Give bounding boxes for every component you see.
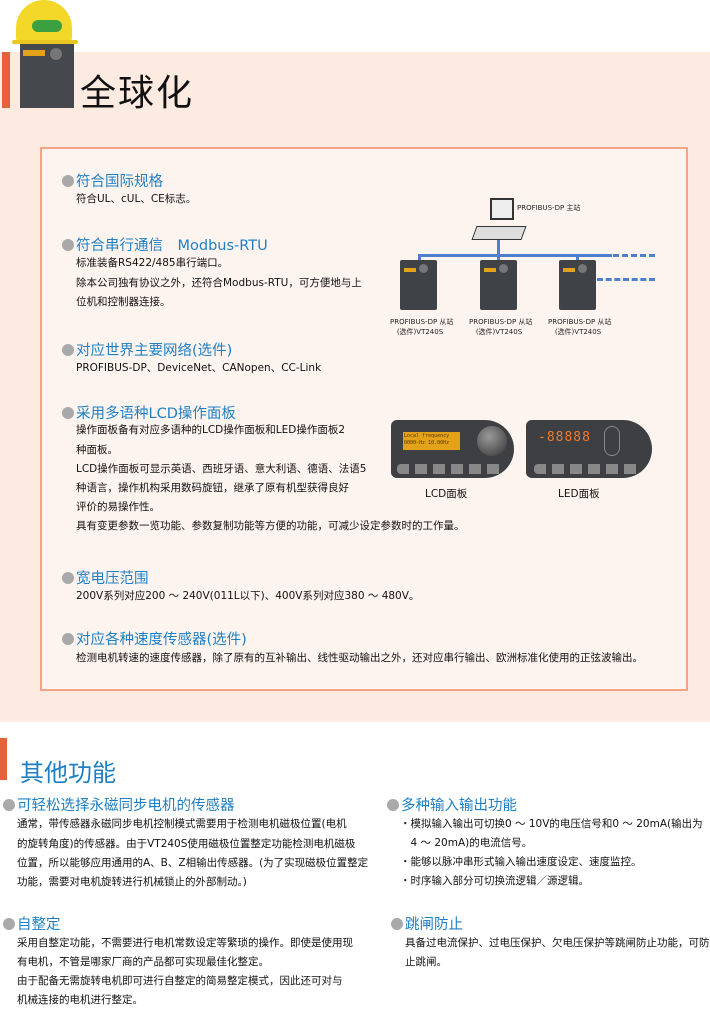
feature-text: 具有变更参数一览功能、参数复制功能等方便的功能，可减少设定参数时的工作量。 bbox=[76, 520, 465, 532]
section-title-other-functions: 其他功能 bbox=[20, 759, 116, 787]
feature-heading: 符合国际规格 bbox=[62, 170, 163, 191]
feature-heading: 多种输入输出功能 bbox=[387, 794, 517, 815]
bullet-icon bbox=[3, 918, 15, 930]
feature-heading: 采用多语种LCD操作面板 bbox=[62, 402, 236, 423]
slave-label: PROFIBUS-DP 从站(选件)VT240S bbox=[390, 318, 454, 336]
feature-heading: 对应世界主要网络(选件) bbox=[62, 339, 232, 360]
bullet-icon bbox=[62, 633, 74, 645]
feature-heading-text: 符合串行通信 Modbus-RTU bbox=[76, 238, 268, 254]
network-bus-continuation bbox=[597, 278, 655, 281]
feature-heading: 可轻松选择永磁同步电机的传感器 bbox=[3, 794, 235, 815]
feature-heading: 对应各种速度传感器(选件) bbox=[62, 628, 247, 649]
bullet-icon bbox=[3, 799, 15, 811]
feature-heading-text: 可轻松选择永磁同步电机的传感器 bbox=[17, 798, 235, 814]
feature-text: 种面板。 bbox=[76, 444, 118, 456]
feature-text: 4 ～ 20mA)的电流信号。 bbox=[400, 837, 533, 849]
feature-text: 由于配备无需旋转电机即可进行自整定的简易整定模式，因此还可对与 bbox=[17, 975, 343, 987]
feature-text: 评价的易操作性。 bbox=[76, 501, 160, 513]
feature-heading-text: 多种输入输出功能 bbox=[401, 798, 517, 814]
dial-knob-icon bbox=[477, 426, 507, 456]
feature-text: 通常，带传感器永磁同步电机控制模式需要用于检测电机磁极位置(电机 bbox=[17, 818, 347, 830]
bullet-icon bbox=[62, 407, 74, 419]
feature-text: PROFIBUS-DP、DeviceNet、CANopen、CC-Link bbox=[76, 362, 322, 374]
inverter-slave-3 bbox=[559, 260, 596, 310]
feature-heading-text: 自整定 bbox=[17, 917, 61, 933]
profibus-network-diagram: PROFIBUS-DP 主站 PROFIBUS-DP 从站(选件)VT240S … bbox=[380, 190, 680, 340]
feature-text: 机械连接的电机进行整定。 bbox=[17, 994, 143, 1006]
feature-heading: 自整定 bbox=[3, 913, 61, 934]
feature-text: 标准装备RS422/485串行端口。 bbox=[76, 257, 229, 269]
led-panel-caption: LED面板 bbox=[558, 488, 600, 500]
inverter-slave-1 bbox=[400, 260, 437, 310]
feature-text: 位置，所以能够应用通用的A、B、Z相输出传感器。(为了实现磁极位置整定 bbox=[17, 857, 369, 869]
feature-text: ・时序输入部分可切换流逻辑／源逻辑。 bbox=[400, 875, 589, 887]
feature-heading-text: 对应世界主要网络(选件) bbox=[76, 343, 233, 359]
section-accent-bar bbox=[0, 738, 7, 780]
feature-heading-text: 采用多语种LCD操作面板 bbox=[76, 406, 236, 422]
network-bus-continuation bbox=[613, 254, 655, 257]
inverter-slave-2 bbox=[480, 260, 517, 310]
section-accent-bar bbox=[2, 52, 10, 108]
bullet-icon bbox=[62, 175, 74, 187]
master-label: PROFIBUS-DP 主站 bbox=[517, 204, 581, 212]
computer-icon bbox=[490, 198, 514, 220]
feature-text: 检测电机转速的速度传感器，除了原有的互补输出、线性驱动输出之外，还对应串行输出、… bbox=[76, 652, 643, 664]
feature-text: 操作面板备有对应多语种的LCD操作面板和LED操作面板2 bbox=[76, 424, 346, 436]
feature-text: ・模拟输入输出可切换0 ～ 10V的电压信号和0 ～ 20mA(输出为 bbox=[400, 818, 703, 830]
network-bus-line bbox=[418, 254, 612, 257]
led-display: -88888 bbox=[538, 430, 591, 445]
feature-text: 止跳闸。 bbox=[405, 956, 447, 968]
feature-text: 种语言，操作机构采用数码旋钮，继承了原有机型获得良好 bbox=[76, 482, 349, 494]
bullet-icon bbox=[391, 918, 403, 930]
feature-text: LCD操作面板可显示英语、西班牙语、意大利语、德语、法语5 bbox=[76, 463, 367, 475]
feature-text: 符合UL、cUL、CE标志。 bbox=[76, 193, 197, 205]
feature-heading: 跳闸防止 bbox=[391, 913, 463, 934]
feature-text: 有电机，不管是哪家厂商的产品都可实现最佳化整定。 bbox=[17, 956, 269, 968]
slave-label: PROFIBUS-DP 从站(选件)VT240S bbox=[469, 318, 533, 336]
led-panel-image: -88888 bbox=[526, 420, 652, 478]
keyboard-icon bbox=[471, 226, 527, 240]
bullet-icon bbox=[62, 572, 74, 584]
feature-heading-text: 符合国际规格 bbox=[76, 174, 163, 190]
up-down-keys-icon bbox=[604, 426, 620, 456]
feature-heading-text: 跳闸防止 bbox=[405, 917, 463, 933]
helmet-inverter-illustration bbox=[10, 0, 78, 108]
bullet-icon bbox=[387, 799, 399, 811]
feature-text: 位机和控制器连接。 bbox=[76, 296, 171, 308]
feature-heading-text: 对应各种速度传感器(选件) bbox=[76, 632, 247, 648]
bullet-icon bbox=[62, 239, 74, 251]
slave-label: PROFIBUS-DP 从站(选件)VT240S bbox=[548, 318, 612, 336]
feature-heading: 符合串行通信 Modbus-RTU bbox=[62, 234, 268, 255]
feature-text: 功能，需要对电机旋转进行机械锁止的外部制动。) bbox=[17, 876, 247, 888]
lcd-panel-caption: LCD面板 bbox=[425, 488, 468, 500]
feature-text: 采用自整定功能，不需要进行电机常数设定等繁琐的操作。即使是使用现 bbox=[17, 937, 353, 949]
globalization-features-box bbox=[40, 147, 688, 691]
section-title-globalization: 全球化 bbox=[80, 73, 195, 114]
feature-text: 具备过电流保护、过电压保护、欠电压保护等跳闸防止功能，可防 bbox=[405, 937, 710, 949]
bullet-icon bbox=[62, 344, 74, 356]
feature-text: 除本公司独有协议之外，还符合Modbus-RTU，可方便地与上 bbox=[76, 277, 362, 289]
feature-text: 的旋转角度)的传感器。由于VT240S使用磁极位置整定功能检测电机磁极 bbox=[17, 838, 356, 850]
feature-text: ・能够以脉冲串形式输入输出速度设定、速度监控。 bbox=[400, 856, 642, 868]
feature-heading: 宽电压范围 bbox=[62, 567, 149, 588]
feature-heading-text: 宽电压范围 bbox=[76, 571, 149, 587]
feature-text: 200V系列对应200 ～ 240V(011L以下)、400V系列对应380 ～… bbox=[76, 590, 420, 602]
